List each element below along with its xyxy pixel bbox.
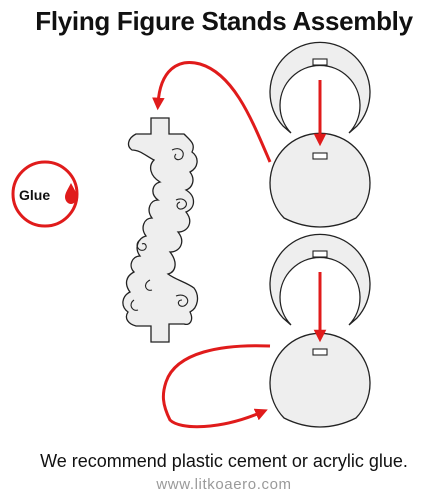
top-base-piece [269,132,371,228]
top-horseshoe-piece [269,41,371,134]
bottom-base-piece [269,332,371,428]
recommendation-note: We recommend plastic cement or acrylic g… [40,451,408,471]
glue-badge-circle [11,160,79,228]
top-horseshoe-slot [312,58,328,66]
flying-figure-piece [122,117,199,343]
bottom-base-slot [312,348,328,356]
glue-label: Glue [19,187,50,203]
figure-swirl-bottom [175,294,189,307]
glue-badge: Glue [11,160,79,228]
diagram-title: Flying Figure Stands Assembly [35,6,413,36]
figure-outline [122,117,199,343]
figure-swirl-right [175,198,187,210]
website-link[interactable]: www.litkoaero.com [156,476,292,493]
bottom-horseshoe-piece [269,233,371,326]
figure-swirl-left [136,239,147,251]
arrow-icon-bottom-curve [161,344,271,429]
figure-swirl-top [171,148,184,161]
arrow-icon-top-curve [152,61,272,163]
figure-swirl-lower-left [130,299,139,311]
glue-drop-icon [65,183,77,204]
figure-swirl-mid [144,279,153,291]
bottom-horseshoe-slot [312,250,328,258]
top-base-slot [312,152,328,160]
